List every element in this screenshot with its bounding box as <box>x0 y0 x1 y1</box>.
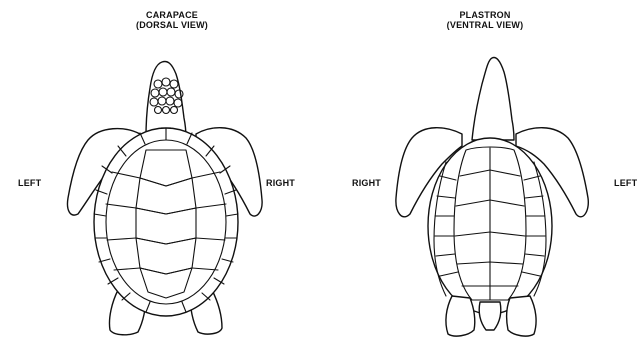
plastron-turtle <box>396 58 588 337</box>
carapace-turtle <box>67 62 262 335</box>
plastron-left-hind-flipper <box>446 296 475 336</box>
plastron-right-hind-flipper <box>507 296 536 336</box>
plastron-head <box>472 58 514 140</box>
plastron-tail <box>479 302 501 330</box>
carapace-shell <box>94 128 238 316</box>
